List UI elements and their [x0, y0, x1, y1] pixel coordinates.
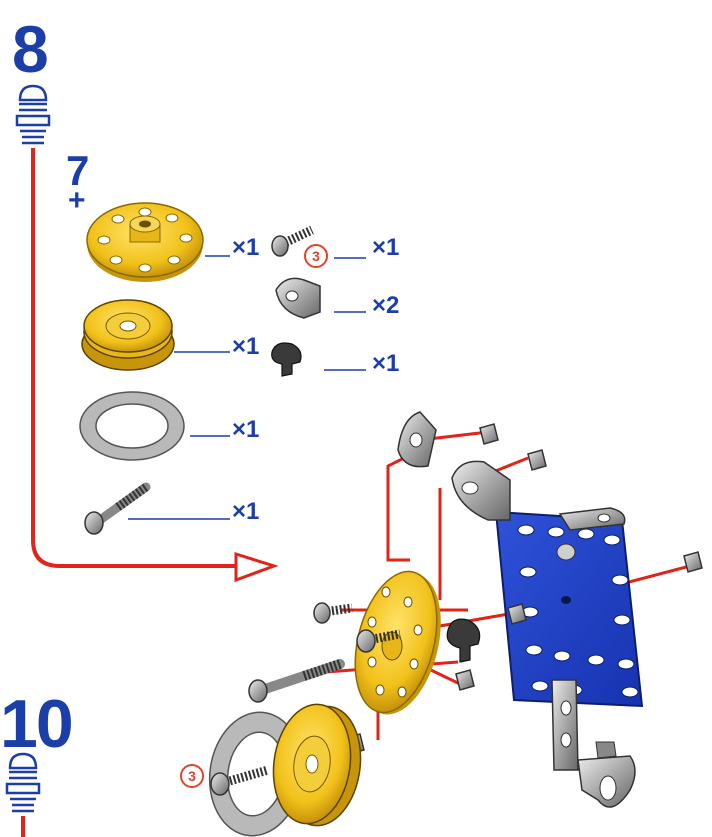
step-number-next: 10: [0, 686, 74, 762]
collar-clip-icon: [271, 342, 302, 377]
nut-icon: [455, 669, 475, 691]
step-number-current: 8: [12, 12, 49, 86]
step-number-previous: 7: [66, 147, 89, 194]
short-bolt-icon: [271, 225, 314, 257]
flanged-plate: [494, 510, 644, 708]
bracket-icon-upper-left: [397, 411, 437, 468]
qty-long-bolt: ×1: [232, 498, 260, 525]
leader-lines: [128, 255, 366, 520]
washer-icon: [79, 391, 185, 461]
assembly-short-bolt-2: [356, 629, 401, 653]
lower-strip: [551, 679, 636, 808]
assembly-collar-clip: [446, 618, 481, 663]
pulley-icon: [81, 299, 175, 371]
assembly-pulley: [272, 703, 362, 827]
step-bolt-icon-bottom: [5, 752, 41, 813]
assembly-short-bolt: [313, 602, 353, 624]
nut-icon: [479, 423, 499, 445]
qty-wheel-disc: ×1: [232, 234, 260, 261]
qty-angle-bracket: ×2: [372, 292, 400, 319]
nut-icon: [683, 551, 703, 573]
short-bolt-badge: 3: [304, 244, 328, 268]
step-bolt-icon-top: [15, 84, 51, 145]
bracket-icon-side: [558, 507, 626, 531]
assembly-wheel-disc: [354, 570, 441, 715]
assembly-bolt-badge: 3: [180, 764, 204, 788]
long-bolt-icon: [84, 482, 151, 535]
qty-collar-clip: ×1: [372, 350, 400, 377]
assembly-bottom-bolt: [210, 765, 270, 796]
nut-icons: [345, 423, 703, 755]
bracket-icon-upper-right: [451, 460, 511, 521]
arrow-icon: [234, 551, 279, 583]
qty-washer: ×1: [232, 416, 260, 443]
nut-icon: [507, 603, 527, 625]
flow-line: [31, 148, 236, 568]
step-plus-sign: +: [68, 184, 85, 217]
qty-short-bolt: ×1: [372, 234, 400, 261]
assembly-long-bolt: [248, 659, 345, 703]
qty-pulley: ×1: [232, 333, 260, 360]
nut-icon: [527, 449, 547, 471]
wheel-disc-icon: [86, 202, 204, 282]
angle-bracket-icon: [275, 277, 321, 319]
